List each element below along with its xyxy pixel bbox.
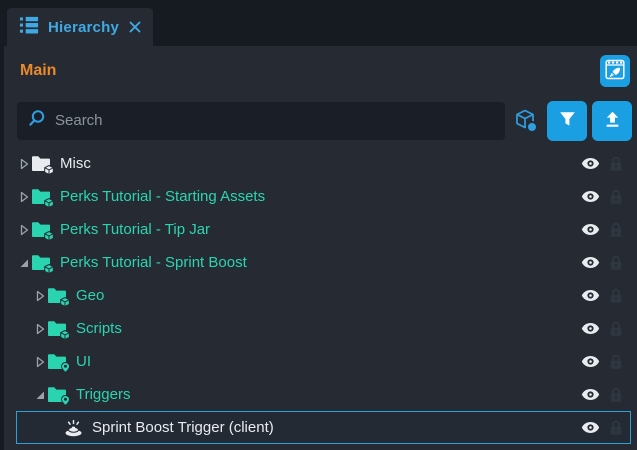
row-label: Perks Tutorial - Sprint Boost [60,254,247,271]
expander-expanded-icon[interactable] [33,389,47,401]
upload-icon [604,111,621,131]
lock-icon[interactable] [608,189,624,205]
row-label: Sprint Boost Trigger (client) [92,419,274,436]
search-icon [27,109,46,133]
row-label: Scripts [76,320,122,337]
lock-icon[interactable] [608,222,624,238]
hierarchy-icon [19,14,40,40]
filter-icon [559,111,576,131]
tree-row[interactable]: Geo [16,279,631,312]
folder-cube-icon [31,155,54,175]
context-label: Main [20,62,57,79]
lock-icon[interactable] [608,420,624,436]
folder-cube-icon [47,287,70,307]
row-label: Perks Tutorial - Starting Assets [60,188,266,205]
lock-icon[interactable] [608,354,624,370]
row-label: Misc [60,155,91,172]
visibility-eye-icon[interactable] [580,322,600,335]
search-input[interactable] [53,111,495,130]
search-box[interactable] [17,101,505,140]
folder-pin-icon [47,353,70,373]
visibility-eye-icon[interactable] [580,355,600,368]
capture-button[interactable] [600,55,630,87]
tab-strip: Hierarchy [0,0,637,46]
lock-icon[interactable] [608,156,624,172]
trigger-icon [63,418,85,437]
visibility-eye-icon[interactable] [580,223,600,236]
expander-collapsed-icon[interactable] [17,224,31,236]
visibility-eye-icon[interactable] [580,388,600,401]
tree-row[interactable]: Triggers [16,378,631,411]
visibility-eye-icon[interactable] [580,289,600,302]
row-label: Geo [76,287,105,304]
row-label: Triggers [76,386,131,403]
lock-icon[interactable] [608,255,624,271]
lock-icon[interactable] [608,321,624,337]
panel-body: Main Misc Perks Tut [4,46,637,450]
folder-pin-icon [47,386,70,406]
row-label: Perks Tutorial - Tip Jar [60,221,211,238]
tree-row[interactable]: Perks Tutorial - Tip Jar [16,213,631,246]
tree-row[interactable]: Perks Tutorial - Starting Assets [16,180,631,213]
upload-button[interactable] [592,100,632,141]
visibility-eye-icon[interactable] [580,256,600,269]
filter-button[interactable] [547,100,587,141]
expander-collapsed-icon[interactable] [33,356,47,368]
close-icon[interactable] [129,21,141,33]
search-row [4,96,637,145]
visibility-eye-icon[interactable] [580,157,600,170]
subheader: Main [4,46,637,96]
lock-icon[interactable] [608,288,624,304]
folder-cube-icon [31,254,54,274]
folder-cube-icon [31,188,54,208]
lock-icon[interactable] [608,387,624,403]
mesh-cube-icon[interactable] [510,107,542,135]
visibility-eye-icon[interactable] [580,190,600,203]
expander-collapsed-icon[interactable] [17,191,31,203]
hierarchy-tree: Misc Perks Tutorial - Starting Assets Pe… [4,145,637,450]
expander-collapsed-icon[interactable] [33,290,47,302]
expander-collapsed-icon[interactable] [33,323,47,335]
tree-row[interactable]: Scripts [16,312,631,345]
folder-cube-icon [47,320,70,340]
clapper-rocket-icon [605,59,625,83]
visibility-eye-icon[interactable] [580,421,600,434]
tree-row[interactable]: Sprint Boost Trigger (client) [16,411,631,444]
expander-expanded-icon[interactable] [17,257,31,269]
tab-hierarchy[interactable]: Hierarchy [7,8,154,46]
folder-cube-icon [31,221,54,241]
tree-row[interactable]: Misc [16,147,631,180]
tree-row[interactable]: UI [16,345,631,378]
row-label: UI [76,353,91,370]
tab-title: Hierarchy [48,18,120,36]
tree-row[interactable]: Perks Tutorial - Sprint Boost [16,246,631,279]
expander-collapsed-icon[interactable] [17,158,31,170]
